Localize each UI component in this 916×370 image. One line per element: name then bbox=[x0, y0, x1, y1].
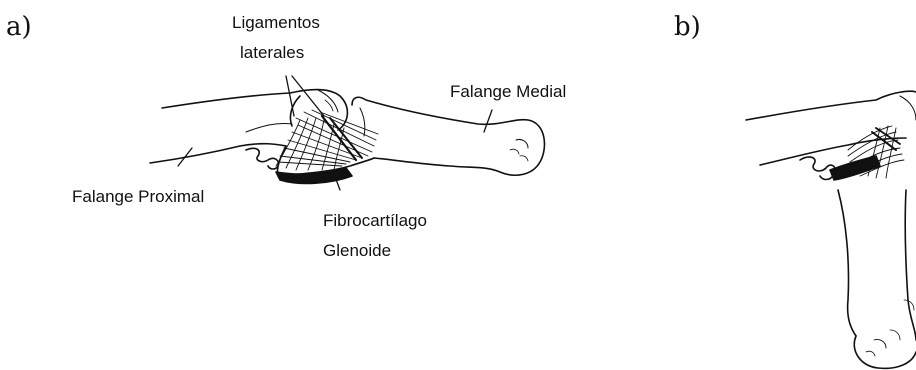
panel-b-synovial-fold bbox=[800, 157, 835, 179]
label-glenoide: Glenoide bbox=[323, 242, 391, 259]
synovial-fold bbox=[246, 148, 278, 169]
panel-b-fibrocartilage bbox=[830, 156, 880, 180]
lateral-ligament-fan bbox=[276, 110, 378, 170]
joint-capsule bbox=[277, 146, 374, 176]
proximal-phalanx-bone bbox=[150, 90, 347, 163]
label-laterales: laterales bbox=[240, 44, 304, 61]
panel-a-letter: a) bbox=[6, 14, 32, 40]
label-fibrocartilago: Fibrocartílago bbox=[323, 212, 427, 229]
label-falange-medial: Falange Medial bbox=[450, 83, 566, 100]
panel-b-drawing bbox=[746, 91, 916, 368]
panel-b-middle-bone bbox=[838, 190, 916, 368]
glenoid-fibrocartilage bbox=[276, 168, 352, 183]
panel-b-letter: b) bbox=[674, 14, 701, 40]
label-ligamentos: Ligamentos bbox=[232, 14, 320, 31]
label-falange-proximal: Falange Proximal bbox=[72, 188, 204, 205]
middle-phalanx-bone bbox=[352, 97, 544, 175]
